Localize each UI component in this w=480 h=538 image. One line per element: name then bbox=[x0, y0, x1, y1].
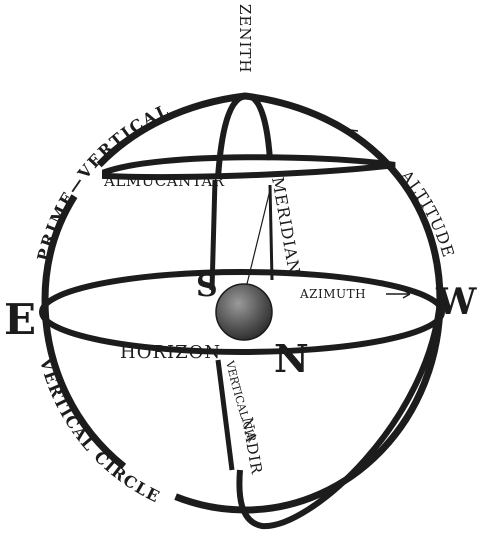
south-label: S bbox=[196, 269, 218, 304]
nadir-label: NADIR bbox=[238, 416, 266, 476]
azimuth-arrow-icon bbox=[386, 289, 411, 299]
globe-icon bbox=[215, 283, 273, 341]
altitude-text: ALTITUDE bbox=[396, 166, 457, 260]
horizon-label: HORIZON bbox=[120, 342, 221, 363]
vertical-circle-lower bbox=[236, 299, 443, 530]
vertical-circle-arc bbox=[215, 92, 273, 179]
almucantar-circle bbox=[102, 154, 396, 181]
arrow-icon bbox=[349, 129, 379, 153]
vertical-circle-outer-text: VERTICAL CIRCLE bbox=[36, 355, 162, 507]
azimuth-label: AZIMUTH bbox=[299, 287, 366, 301]
central-axis bbox=[209, 179, 235, 471]
meridian-label: MERIDIAN bbox=[268, 175, 304, 276]
meridian-line bbox=[268, 184, 274, 281]
earth-globe bbox=[215, 283, 273, 341]
pointer-line bbox=[245, 189, 271, 289]
horizon-circle bbox=[39, 269, 445, 355]
west-label: W bbox=[435, 281, 477, 323]
vertical-circle-outer-label: VERTICAL CIRCLE bbox=[36, 355, 164, 507]
north-label: N bbox=[274, 336, 309, 381]
almucantar-label: ALMUCANTAR bbox=[103, 172, 225, 190]
east-label: E bbox=[4, 295, 36, 344]
zenith-label: ZENITH bbox=[236, 4, 254, 74]
altitude-label: ALTITUDE bbox=[396, 166, 458, 260]
